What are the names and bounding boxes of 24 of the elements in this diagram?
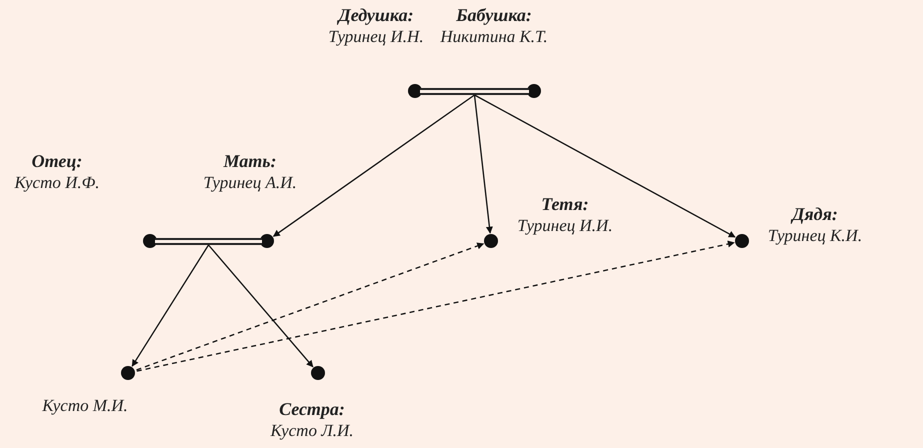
- name-label: Туринец И.И.: [517, 215, 613, 237]
- name-label: Кусто М.И.: [42, 395, 128, 417]
- name-label: Туринец К.И.: [768, 225, 862, 247]
- relation-label: Мать:: [224, 150, 276, 172]
- name-label: Туринец И.Н.: [328, 26, 424, 48]
- name-label: Туринец А.И.: [203, 172, 297, 194]
- dashed-arrow: [136, 240, 735, 372]
- relation-label: Дядя:: [792, 203, 838, 225]
- relation-label: Бабушка:: [456, 4, 532, 26]
- arrow: [474, 94, 493, 234]
- marriage-bar: [420, 88, 529, 94]
- dashed-arrow: [136, 242, 484, 371]
- arrow: [272, 94, 475, 237]
- marriage-bar: [155, 238, 262, 244]
- arrow: [132, 244, 210, 367]
- name-label: Никитина К.Т.: [440, 26, 548, 48]
- relation-label: Сестра:: [279, 398, 345, 420]
- arrow: [474, 94, 736, 238]
- relation-label: Отец:: [32, 150, 82, 172]
- name-label: Кусто И.Ф.: [14, 172, 100, 194]
- relation-label: Дедушка:: [338, 4, 414, 26]
- relation-label: Тетя:: [541, 193, 589, 215]
- name-label: Кусто Л.И.: [270, 420, 354, 442]
- arrow: [208, 244, 314, 368]
